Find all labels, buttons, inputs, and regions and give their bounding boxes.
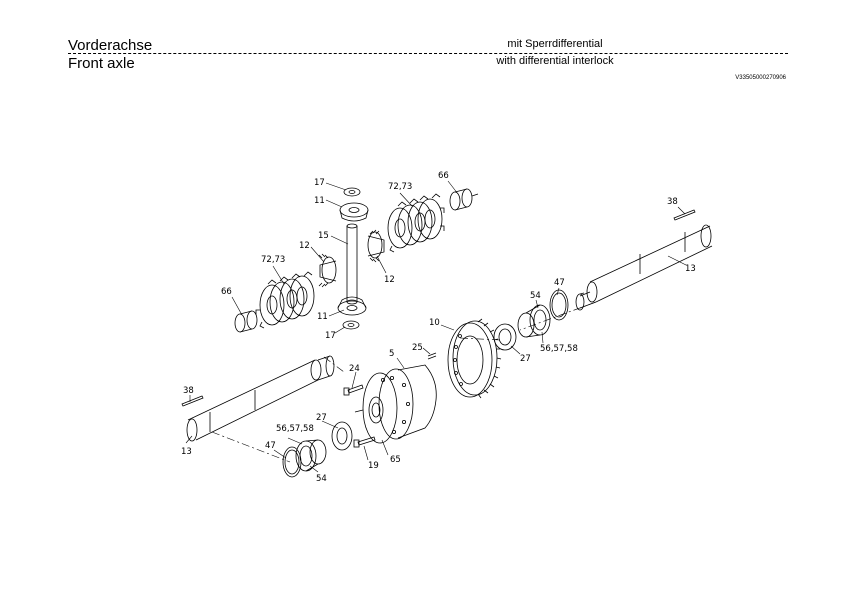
callout-11-bottom: 11 — [317, 312, 328, 322]
callout-13-left: 13 — [181, 447, 192, 457]
callout-56-57-58-left: 56,57,58 — [276, 424, 314, 434]
callout-5: 5 — [389, 349, 394, 359]
circlip-left — [282, 446, 302, 478]
callout-15: 15 — [318, 231, 329, 241]
leader-lines — [185, 180, 687, 473]
ring-gear — [447, 318, 502, 399]
callout-12-right: 12 — [384, 275, 395, 285]
callout-56-57-58-right: 56,57,58 — [540, 344, 578, 354]
callout-24: 24 — [349, 364, 360, 374]
axle-shaft-left — [181, 355, 335, 442]
differential-housing — [354, 364, 437, 444]
callout-66-upper: 66 — [438, 171, 449, 181]
callout-19: 19 — [368, 461, 379, 471]
callout-11-top: 11 — [314, 196, 325, 206]
callout-66-left: 66 — [221, 287, 232, 297]
seal-ring-left — [331, 421, 353, 451]
callout-10: 10 — [429, 318, 440, 328]
callout-54-right: 54 — [530, 291, 541, 301]
bolt-24 — [343, 384, 364, 396]
callout-27-left: 27 — [316, 413, 327, 423]
callout-12-left: 12 — [299, 241, 310, 251]
callout-38-right: 38 — [667, 197, 678, 207]
subtitle-german: mit Sperrdifferential — [507, 38, 603, 50]
callout-38-left: 38 — [183, 386, 194, 396]
needle-bearing-upper — [449, 188, 479, 211]
needle-bearing-left — [234, 310, 258, 333]
header-divider — [68, 53, 788, 54]
pinion-shaft-assembly — [318, 187, 385, 330]
callout-27-right: 27 — [520, 354, 531, 364]
callout-54-left: 54 — [316, 474, 327, 484]
callout-72-73-right: 72,73 — [388, 182, 412, 192]
callout-labels: 17 11 15 12 12 72,73 66 72,73 66 11 17 3… — [181, 171, 696, 484]
callout-13-right: 13 — [685, 264, 696, 274]
callout-47-right: 47 — [554, 278, 565, 288]
drawing-number: V33505000270906 — [735, 75, 786, 81]
pin-25 — [427, 352, 437, 360]
callout-17-top: 17 — [314, 178, 325, 188]
clutch-disc-pack-left — [255, 271, 315, 329]
title-english: Front axle — [68, 55, 135, 72]
callout-72-73-left: 72,73 — [261, 255, 285, 265]
seal-ring-right — [493, 323, 517, 351]
callout-65: 65 — [390, 455, 401, 465]
title-german: Vorderachse — [68, 37, 153, 54]
clutch-disc-pack-right — [387, 193, 445, 253]
subtitle-english: with differential interlock — [496, 55, 614, 67]
callout-47-left: 47 — [265, 441, 276, 451]
callout-25: 25 — [412, 343, 423, 353]
circlip-right — [549, 289, 569, 321]
callout-17-bottom: 17 — [325, 331, 336, 341]
assembly-axis-lines — [211, 301, 597, 463]
axle-shaft-right — [575, 209, 713, 311]
bolt-19 — [353, 436, 376, 448]
